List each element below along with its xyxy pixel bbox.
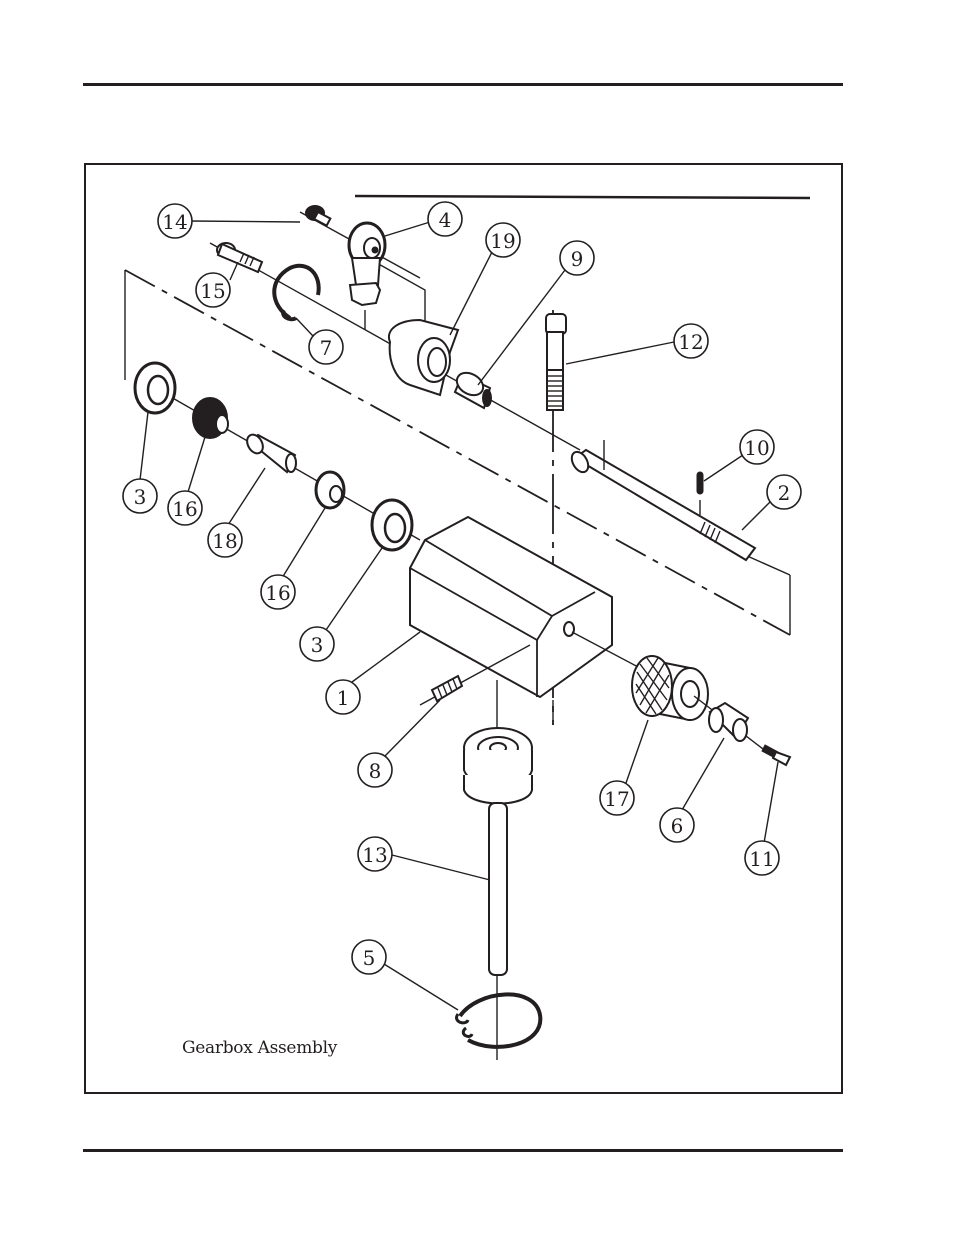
svg-text:11: 11 [749, 847, 774, 871]
callout-15: 15 [195, 272, 231, 308]
svg-text:5: 5 [363, 946, 376, 970]
leader-lines [139, 220, 779, 1011]
shaft-extension-line [744, 554, 791, 576]
svg-text:6: 6 [671, 814, 684, 838]
callout-10: 10 [739, 429, 775, 465]
svg-text:3: 3 [311, 633, 324, 657]
callout-19: 19 [485, 222, 521, 258]
callout-4: 4 [427, 201, 463, 237]
callout-17: 17 [599, 780, 635, 816]
callout-2: 2 [766, 474, 802, 510]
callout-1: 1 [325, 679, 361, 715]
part-18-spacer [246, 433, 297, 474]
svg-text:8: 8 [369, 759, 382, 783]
part-15-bolt [216, 242, 264, 274]
svg-text:2: 2 [778, 481, 791, 505]
part-14-screw [305, 205, 332, 227]
part-3-bearing-left [133, 361, 177, 415]
callout-13: 13 [357, 836, 393, 872]
figure-frame [84, 163, 843, 1094]
callout-16-right: 16 [260, 574, 296, 610]
footer-rule [83, 1149, 843, 1152]
part-2-shaft [570, 440, 757, 562]
callout-8: 8 [357, 752, 393, 788]
svg-text:15: 15 [200, 279, 225, 303]
callout-14: 14 [157, 203, 193, 239]
svg-text:18: 18 [212, 529, 237, 553]
callout-18: 18 [207, 522, 243, 558]
callout-9: 9 [559, 240, 595, 276]
part-17-knurled-wheel [631, 655, 709, 722]
callout-5: 5 [351, 939, 387, 975]
part-6-collar [708, 701, 750, 742]
header-rule [83, 83, 843, 86]
part-1-housing [409, 515, 613, 699]
figure-top-line [354, 194, 811, 200]
svg-text:17: 17 [604, 787, 629, 811]
axis-4-19 [374, 261, 426, 330]
callout-7: 7 [308, 329, 344, 365]
callout-16-left: 16 [167, 490, 203, 526]
svg-text:14: 14 [162, 210, 187, 234]
part-11-set-screw [761, 744, 792, 767]
svg-text:19: 19 [490, 229, 515, 253]
svg-text:12: 12 [678, 330, 703, 354]
svg-text:7: 7 [320, 336, 333, 360]
part-5-retaining-ring [455, 992, 543, 1049]
part-19-bracket [387, 318, 460, 397]
part-16-gear-right [314, 470, 346, 510]
callout-6: 6 [659, 807, 695, 843]
figure-caption: Gearbox Assembly [182, 1038, 338, 1058]
svg-text:1: 1 [337, 686, 350, 710]
callout-3-right: 3 [299, 626, 335, 662]
part-4-rod-end [347, 221, 387, 307]
svg-text:3: 3 [134, 485, 147, 509]
part-10-pin [696, 471, 704, 495]
callout-3-left: 3 [122, 478, 158, 514]
part-13-plunger [463, 727, 533, 976]
part-12-cap-screw [545, 313, 567, 411]
part-7-retaining-ring [272, 264, 321, 322]
part-8-spring [419, 644, 531, 706]
svg-text:9: 9 [571, 247, 584, 271]
callout-12: 12 [673, 323, 709, 359]
part-16-gear-left [192, 397, 229, 439]
axis-17 [571, 631, 641, 669]
callout-11: 11 [744, 840, 780, 876]
part-3-bearing-right [370, 498, 414, 552]
svg-text:4: 4 [439, 208, 452, 232]
svg-text:16: 16 [265, 581, 290, 605]
centerline-main [124, 269, 791, 636]
svg-text:10: 10 [744, 436, 769, 460]
part-9-bushing [453, 371, 492, 410]
svg-text:16: 16 [172, 497, 197, 521]
svg-text:13: 13 [362, 843, 387, 867]
